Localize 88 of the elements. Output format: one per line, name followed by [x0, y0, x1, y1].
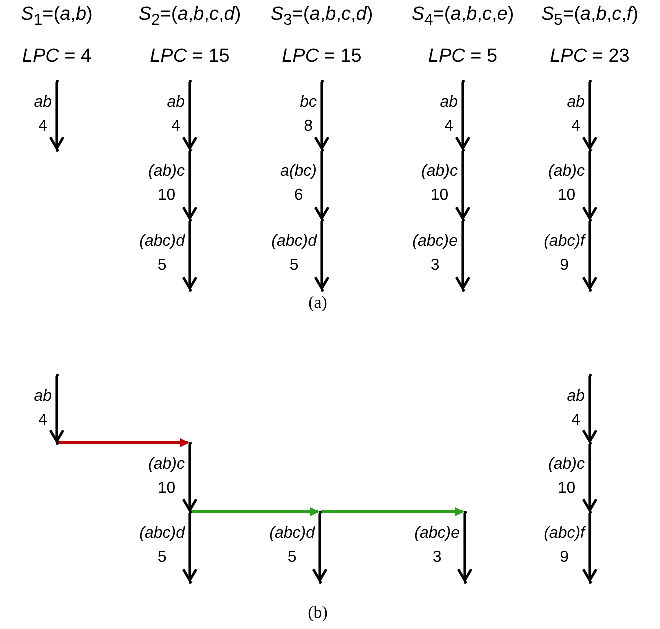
edge-label: ab 4: [34, 92, 52, 136]
junction-dot: [588, 148, 592, 152]
edge-label: a(bc) 6: [280, 162, 317, 206]
arrow: [314, 152, 330, 220]
junction-dot: [56, 148, 58, 152]
arrow: [312, 514, 328, 582]
junction-dot: [588, 580, 592, 584]
sequence-label: S$_{1}$=(a,b): [21, 4, 93, 30]
junction-dot: [56, 80, 58, 82]
edge-label: (abc)d 5: [272, 232, 317, 276]
arrow: [582, 514, 598, 582]
junction-dot: [588, 442, 592, 444]
cost-label: LPC = 23: [550, 46, 630, 68]
junction-dot: [462, 80, 464, 82]
arrow: [182, 222, 198, 290]
junction-dot: [462, 288, 464, 292]
arrow: [182, 514, 198, 582]
junction-dot: [188, 80, 192, 82]
junction-dot: [462, 218, 464, 222]
cost-label: LPC = 4: [22, 46, 92, 68]
junction-dot: [56, 374, 58, 376]
junction-dot: [56, 442, 58, 444]
arrow: [182, 444, 198, 512]
junction-dot: [188, 218, 192, 222]
sequence-label: S$_{3}$=(a,b,c,d): [270, 4, 374, 30]
junction-dot: [588, 288, 592, 292]
junction-dot: [320, 80, 324, 82]
junction-dot: [320, 148, 324, 152]
junction-dot: [188, 288, 192, 292]
arrow: [582, 152, 598, 220]
arrow: [582, 376, 598, 443]
arrow: [314, 82, 330, 150]
edge-label: ab 4: [440, 92, 458, 136]
cost-label: LPC = 15: [150, 46, 230, 68]
arrow: [455, 222, 471, 290]
junction-dot: [588, 374, 592, 376]
arrow: [457, 514, 473, 582]
arrow: [582, 222, 598, 290]
junction-dot: [318, 580, 322, 584]
edge-label: (ab)c 10: [148, 162, 185, 206]
edge-label: (ab)c 10: [422, 162, 458, 206]
sequence-label: S$_{4}$=(a,b,c,e): [412, 4, 514, 30]
cost-label: LPC = 15: [282, 46, 362, 68]
junction-dot: [188, 442, 192, 444]
edge-label: (ab)c 10: [548, 162, 585, 206]
arrow: [192, 508, 320, 516]
arrow: [182, 82, 198, 150]
sequence-label: S$_{5}$=(a,b,c,f): [541, 4, 639, 30]
edge-label: (abc)d 5: [140, 232, 185, 276]
edge-label: ab 4: [167, 92, 185, 136]
junction-dot: [188, 510, 192, 514]
edge-label: ab 4: [567, 92, 585, 136]
sequence-label: S$_{2}$=(a,b,c,d): [138, 4, 242, 30]
junction-dot: [464, 510, 466, 514]
edge-label: (abc)e 3: [412, 232, 458, 276]
junction-dot: [188, 580, 192, 584]
junction-dot: [464, 580, 466, 584]
arrow: [49, 82, 65, 150]
cost-label: LPC = 5: [428, 46, 498, 68]
junction-dot: [318, 510, 322, 514]
arrow: [455, 82, 471, 150]
arrow: [582, 444, 598, 512]
arrow: [582, 82, 598, 150]
arrow: [58, 438, 190, 448]
panel-caption: (a): [308, 293, 328, 313]
arrow: [314, 222, 330, 290]
arrow: [455, 152, 471, 220]
edge-label: (abc)f 9: [544, 232, 585, 276]
edge-label: bc 8: [300, 92, 317, 136]
arrow: [49, 376, 65, 443]
junction-dot: [188, 148, 192, 152]
edge-label: (abc)f 9: [544, 524, 585, 568]
junction-dot: [320, 218, 324, 222]
edge-label: ab 4: [34, 386, 52, 430]
edge-label: (abc)e 3: [414, 524, 460, 568]
arrow: [322, 508, 464, 516]
panel-caption: (b): [308, 603, 328, 623]
junction-dot: [462, 148, 464, 152]
junction-dot: [320, 288, 324, 292]
junction-dot: [588, 510, 592, 514]
junction-dot: [588, 218, 592, 222]
arrow: [182, 152, 198, 220]
edge-label: (abc)d 5: [140, 524, 185, 568]
edge-label: (ab)c 10: [548, 454, 585, 498]
edge-label: (ab)c 10: [148, 454, 185, 498]
edge-label: ab 4: [567, 386, 585, 430]
edge-label: (abc)d 5: [270, 524, 315, 568]
junction-dot: [588, 80, 592, 82]
